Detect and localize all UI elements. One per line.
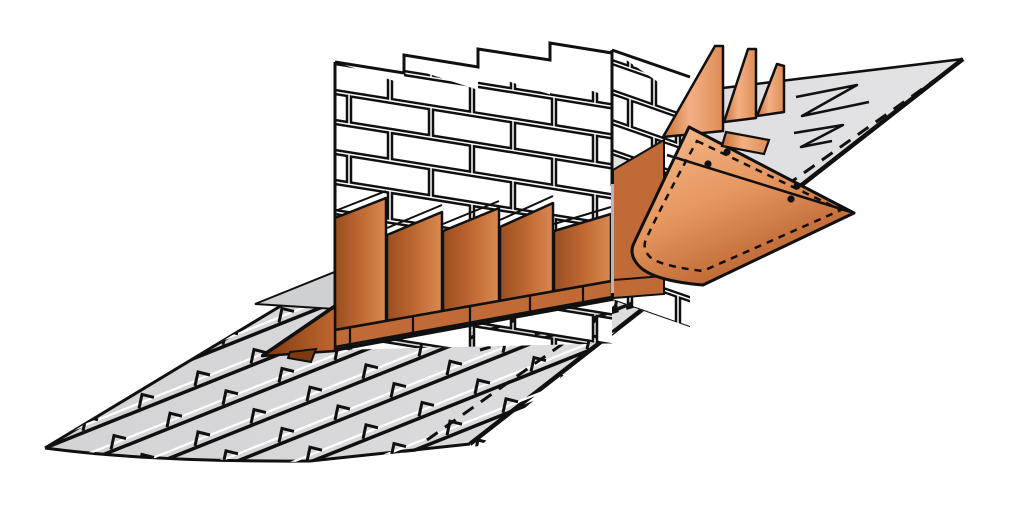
- shingle-tab-slot: [249, 347, 267, 364]
- shingle-tab-slot: [249, 407, 267, 424]
- brick: [678, 296, 690, 328]
- chalk-line-along-base: [479, 298, 657, 352]
- brick: [513, 121, 595, 163]
- rivet-dot: [787, 195, 795, 203]
- brick: [349, 95, 431, 137]
- shingle-course-keyline: [45, 297, 662, 462]
- brick: [349, 155, 431, 197]
- step-flashing-reglet-line: [386, 204, 443, 229]
- shingle-tab-slot: [109, 433, 127, 450]
- brick: [431, 168, 513, 210]
- shingle-tab-slot: [305, 385, 323, 402]
- shingle-tab-slot: [277, 366, 295, 383]
- brick: [431, 108, 513, 150]
- brick: [472, 144, 554, 187]
- flashing-fin-3: [755, 62, 786, 118]
- shingle-tab-slot: [389, 381, 407, 398]
- step-flashing-panel: [333, 196, 388, 332]
- corner-saddle-flashing: [630, 125, 856, 287]
- saddle-rivet-dots: [704, 148, 801, 203]
- shingle-tab-slot: [305, 445, 323, 462]
- brick: [595, 134, 612, 176]
- brick: [554, 97, 612, 140]
- shingle-outline-2: [793, 123, 845, 149]
- shingle-tab-slot: [333, 404, 351, 421]
- brick: [595, 194, 612, 236]
- step-flashing-reglet-line: [442, 200, 500, 225]
- shingle-course-line: [45, 304, 662, 462]
- kickout-dark-flashing: [260, 304, 337, 364]
- shingle-tab-slot: [137, 452, 155, 462]
- rivet-dot: [793, 182, 801, 190]
- brick: [554, 157, 612, 200]
- shingle-tab-slot: [165, 411, 183, 428]
- shingle-tab-slot: [473, 378, 491, 395]
- brick: [612, 82, 630, 128]
- saddle-top-tab: [720, 130, 771, 156]
- rivet-dot: [723, 148, 731, 156]
- step-flashing-reglet-line: [553, 206, 612, 225]
- step-flashing-reglet-line: [334, 190, 387, 212]
- shingle-tab-slot: [501, 396, 519, 414]
- brick: [335, 118, 390, 160]
- brick: [595, 314, 612, 356]
- shingle-tab-slot: [277, 306, 295, 323]
- shingle-course-keyline: [45, 272, 662, 462]
- shingle-tab-slot: [137, 392, 155, 409]
- shingle-tab-slot: [193, 430, 211, 447]
- saddle-hem-fold-dashed-line: [643, 139, 844, 273]
- shingle-tab-slot: [193, 370, 211, 387]
- saddle-fold-crease: [666, 153, 852, 214]
- shingle-outline-marks: [793, 83, 870, 149]
- shingle-tab-slot: [361, 362, 379, 380]
- shingle-tab-slot: [221, 388, 239, 406]
- shingle-tab-slot: [417, 400, 435, 417]
- shingle-tab-slot: [445, 359, 463, 376]
- shingle-tab-slot: [445, 419, 463, 436]
- brick: [335, 81, 349, 124]
- shingle-outline-1: [795, 83, 870, 118]
- brick: [390, 71, 472, 114]
- flashing-fin-2: [722, 47, 758, 124]
- dark-flashing-tab: [286, 347, 318, 364]
- roof-bottom-edge: [44, 442, 471, 463]
- brick: [335, 141, 349, 184]
- rivet-dot: [704, 160, 712, 168]
- step-flashing-reglet-line: [499, 195, 554, 221]
- dark-flashing-top-edge: [261, 304, 336, 358]
- right-face-base-strip: [612, 274, 665, 300]
- brick: [612, 60, 654, 106]
- shingle-tab-slot: [277, 426, 295, 443]
- saddle-body: [630, 125, 856, 287]
- shingle-tab-slot: [361, 422, 379, 440]
- shingle-tab-slot: [389, 441, 407, 458]
- chimney-right-top-edge: [611, 48, 691, 79]
- brick: [390, 131, 472, 174]
- brick: [472, 84, 554, 127]
- chimney-broken-top-edge: [334, 41, 613, 75]
- base-apron-shadow-line: [334, 297, 614, 352]
